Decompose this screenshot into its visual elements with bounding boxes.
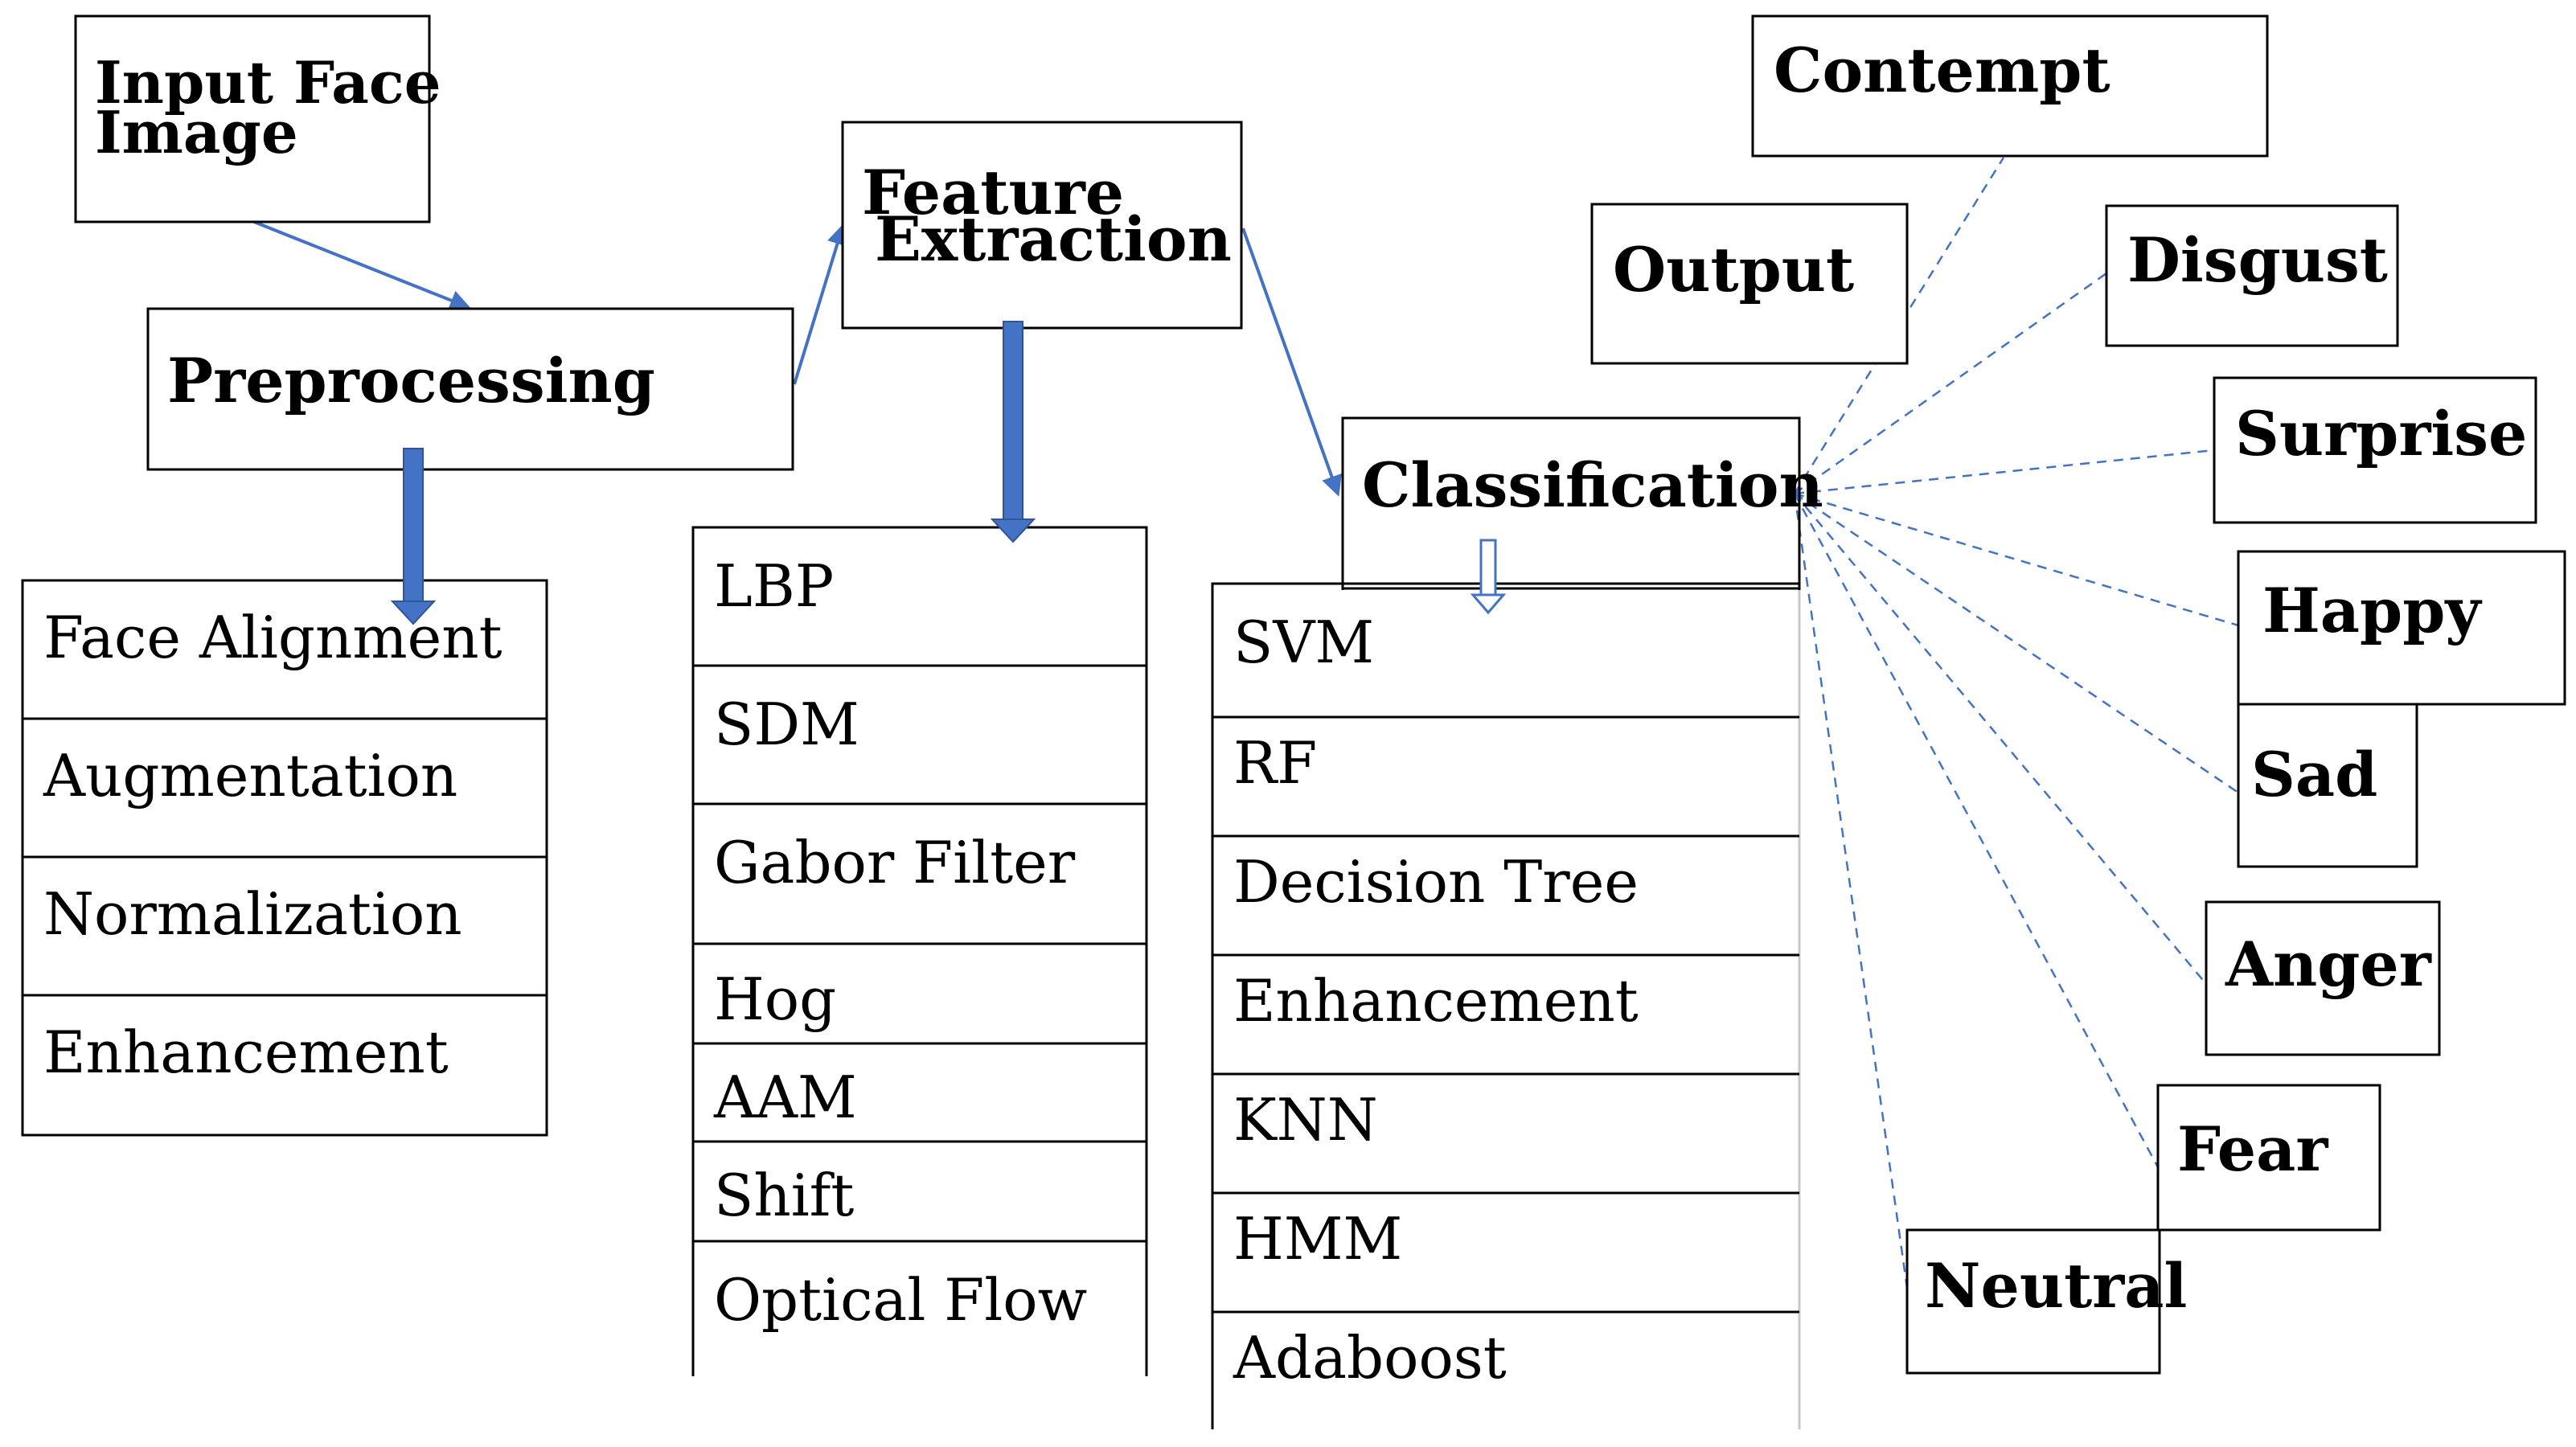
output-node: Output bbox=[1590, 203, 1909, 365]
preprocessing-step: Face Alignment bbox=[43, 604, 502, 671]
feature-method: LBP bbox=[714, 552, 834, 620]
arrow-preprocessing-to-feature bbox=[793, 223, 847, 385]
preprocessing-list: Face Alignment Augmentation Normalizatio… bbox=[21, 579, 548, 1137]
surprise-label: Surprise bbox=[2235, 398, 2527, 469]
happy-node: Happy bbox=[2237, 550, 2566, 706]
dash-to-happy bbox=[1794, 492, 2239, 627]
dash-to-neutral bbox=[1793, 493, 1909, 1289]
feature-list: LBP SDM Gabor Filter Hog AAM Shift Optic… bbox=[691, 526, 1148, 1376]
disgust-node: Disgust bbox=[2105, 204, 2399, 347]
fear-label: Fear bbox=[2177, 1113, 2328, 1185]
anger-label: Anger bbox=[2225, 928, 2432, 1000]
neutral-node: Neutral bbox=[1905, 1228, 2187, 1375]
feature-method: SDM bbox=[714, 691, 859, 758]
arrow-feature-to-classification bbox=[1241, 228, 1342, 497]
dash-to-disgust bbox=[1794, 272, 2107, 495]
classifier-method: SVM bbox=[1233, 609, 1374, 676]
classifier-method: Enhancement bbox=[1233, 967, 1639, 1035]
sad-node: Sad bbox=[2237, 703, 2418, 868]
arrow-input-to-preprocessing bbox=[253, 220, 471, 310]
feature-method: Shift bbox=[714, 1162, 854, 1229]
dash-to-surprise bbox=[1794, 449, 2215, 495]
preprocessing-step: Enhancement bbox=[43, 1019, 449, 1086]
classification-node: Classification bbox=[1341, 416, 1823, 590]
happy-label: Happy bbox=[2262, 575, 2482, 646]
input-title-line1: Input Face bbox=[95, 48, 441, 117]
classifier-method: RF bbox=[1233, 729, 1317, 797]
preprocessing-node: Preprocessing bbox=[146, 307, 794, 471]
fear-node: Fear bbox=[2156, 1084, 2381, 1232]
dash-to-sad bbox=[1794, 492, 2239, 794]
dash-to-output bbox=[1793, 157, 2005, 494]
classifier-method: KNN bbox=[1233, 1086, 1378, 1154]
preprocessing-title: Preprocessing bbox=[167, 345, 655, 416]
preprocessing-step: Augmentation bbox=[43, 742, 457, 810]
emotion-connectors bbox=[1793, 157, 2239, 1289]
arrow-feature-to-methods bbox=[990, 321, 1036, 543]
neutral-label: Neutral bbox=[1925, 1250, 2187, 1322]
arrow-classification-to-classifiers bbox=[1470, 539, 1507, 615]
feature-method: Gabor Filter bbox=[714, 829, 1076, 896]
feature-node: Feature Extraction bbox=[841, 121, 1243, 330]
feature-method: AAM bbox=[713, 1064, 857, 1131]
feature-method: Optical Flow bbox=[714, 1266, 1087, 1334]
dash-to-fear bbox=[1793, 493, 2160, 1168]
classification-title: Classification bbox=[1362, 449, 1823, 521]
arrow-preprocessing-to-steps bbox=[390, 448, 437, 625]
classifier-method: Adaboost bbox=[1233, 1324, 1507, 1392]
output-label: Output bbox=[1613, 234, 1854, 305]
classifier-list: SVM RF Decision Tree Enhancement KNN HMM… bbox=[1211, 582, 1801, 1429]
input-node: Input Face Image bbox=[74, 14, 441, 223]
feature-title-line1: Feature bbox=[862, 157, 1124, 228]
preprocessing-step: Normalization bbox=[43, 880, 462, 948]
disgust-label: Disgust bbox=[2127, 224, 2388, 296]
anger-node: Anger bbox=[2205, 900, 2441, 1056]
contempt-label: Contempt bbox=[1774, 35, 2110, 106]
sad-label: Sad bbox=[2251, 739, 2377, 810]
classifier-method: Decision Tree bbox=[1233, 848, 1639, 916]
feature-title-line2: Extraction bbox=[875, 203, 1232, 275]
dash-to-anger bbox=[1794, 493, 2207, 985]
surprise-node: Surprise bbox=[2213, 376, 2537, 524]
contempt-node: Contempt bbox=[1751, 14, 2269, 158]
input-title-line2: Image bbox=[95, 98, 298, 166]
feature-method: Hog bbox=[714, 965, 836, 1033]
classifier-method: HMM bbox=[1233, 1205, 1402, 1273]
